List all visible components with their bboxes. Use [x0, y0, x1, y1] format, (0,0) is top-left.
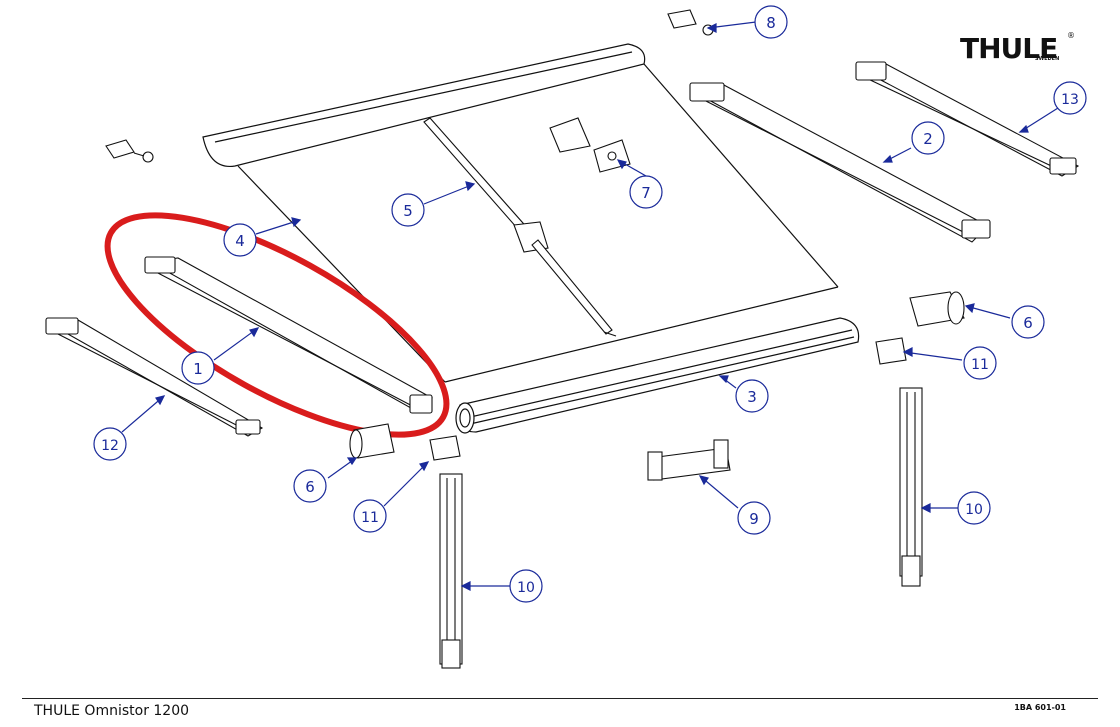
callout-4: 4	[223, 223, 257, 257]
callout-13: 13	[1053, 81, 1087, 115]
part-9-bracket	[647, 439, 731, 481]
part-2-support-bar	[689, 82, 991, 243]
highlight-ellipse	[104, 212, 450, 438]
svg-text:3: 3	[747, 388, 757, 406]
part-13-wall-bar	[855, 61, 1080, 177]
svg-text:11: 11	[971, 357, 989, 373]
svg-text:10: 10	[965, 502, 983, 518]
part-7-bracket	[549, 117, 631, 173]
callout-6-right: 6	[1011, 305, 1045, 339]
svg-text:6: 6	[305, 478, 315, 496]
part-3-front-profile	[455, 317, 860, 434]
callout-12: 12	[93, 427, 127, 461]
callout-9: 9	[737, 501, 771, 535]
svg-text:1: 1	[193, 360, 203, 378]
callout-5: 5	[391, 193, 425, 227]
part-6-end-cap-left	[349, 423, 395, 459]
callout-11-right: 11	[963, 346, 997, 380]
svg-text:2: 2	[923, 130, 933, 148]
drawing-code: 1BA 601-01	[1014, 703, 1066, 712]
logo-subtext: SWEDEN	[1035, 56, 1060, 62]
part-10-leg-right	[899, 387, 923, 587]
svg-text:10: 10	[517, 580, 535, 596]
callout-7: 7	[629, 175, 663, 209]
callout-2: 2	[911, 121, 945, 155]
part-11-clip-right	[875, 337, 907, 365]
part-10-leg-left	[439, 473, 463, 669]
svg-text:7: 7	[641, 184, 651, 202]
part-end-cap-screw	[105, 139, 154, 163]
svg-text:12: 12	[101, 438, 119, 454]
registered-mark: ®	[1067, 31, 1075, 40]
callout-3: 3	[735, 379, 769, 413]
svg-text:8: 8	[766, 14, 776, 32]
svg-text:11: 11	[361, 510, 379, 526]
product-title: THULE Omnistor 1200	[34, 703, 190, 719]
callout-leaders	[121, 21, 1059, 591]
thule-logo: THULE	[960, 32, 1058, 65]
part-11-clip-left	[429, 435, 461, 461]
part-8-clip	[667, 9, 714, 36]
part-6-end-cap-right	[909, 291, 965, 327]
part-5-rafter-arm	[423, 117, 617, 337]
svg-text:4: 4	[235, 232, 245, 250]
svg-text:13: 13	[1061, 92, 1079, 108]
callout-10-left: 10	[509, 569, 543, 603]
part-1-lead-bar	[144, 256, 433, 414]
footer-divider	[22, 698, 1098, 699]
callout-10-right: 10	[957, 491, 991, 525]
svg-text:6: 6	[1023, 314, 1033, 332]
callout-1: 1	[181, 351, 215, 385]
callout-6-left: 6	[293, 469, 327, 503]
svg-text:5: 5	[403, 202, 413, 220]
part-12-wall-bar	[45, 317, 264, 437]
callout-11-left: 11	[353, 499, 387, 533]
part-4-fabric-canopy	[202, 43, 839, 383]
callout-8: 8	[754, 5, 788, 39]
svg-text:9: 9	[749, 510, 759, 528]
